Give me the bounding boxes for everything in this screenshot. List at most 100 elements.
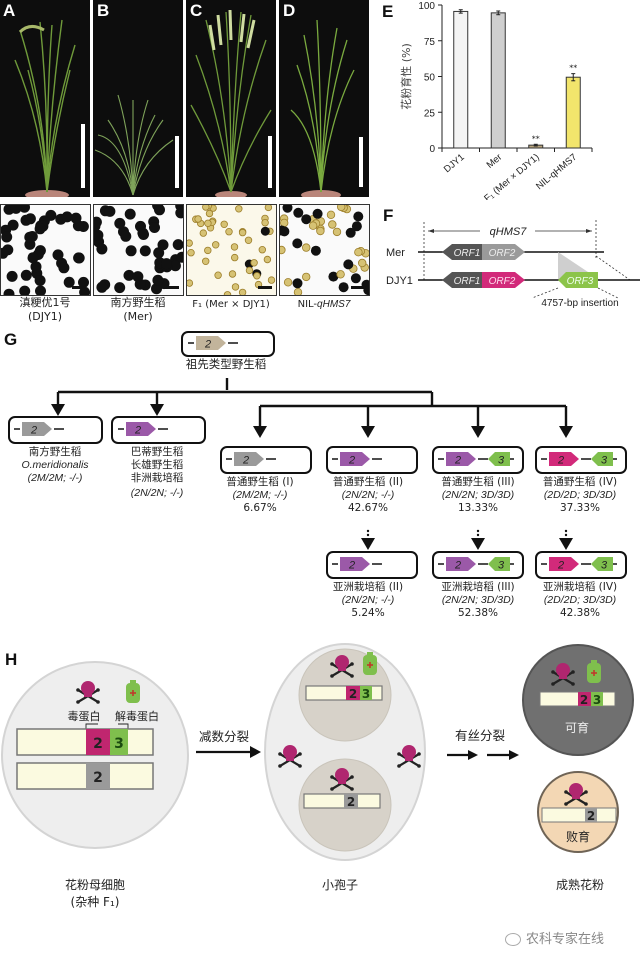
genotype: (2M/2M; -/-) [27,472,83,484]
unstained-pollen-grain [250,259,258,267]
stained-pollen-grain [351,221,362,232]
caption-gene-name: qHMS7 [317,299,351,310]
plant-photo-nil [279,0,369,197]
caption-line: (Mer) [123,310,153,323]
caption-line: NIL- [297,299,318,310]
stained-pollen-grain [152,274,164,286]
unstained-pollen-grain [244,236,253,244]
pollen-caption-mer: 南方野生稻 (Mer) [93,296,183,324]
stained-pollen-grain [63,276,75,288]
stained-pollen-grain [1,231,13,243]
gene2-arrow-icon: 2 [332,557,382,572]
unstained-pollen-grain [187,249,195,257]
gene2-label: 2 [454,560,461,572]
stained-pollen-grain [10,205,22,214]
gene2-label: 2 [93,736,103,752]
gene2-arrow-icon: 2 [226,452,276,467]
orf1-label: ORF1 [454,248,481,259]
gene2-arrow [22,422,52,436]
orf2-label: ORF2 [489,248,516,259]
toxin-label: 毒蛋白 [68,709,101,723]
stained-pollen-grain [132,271,144,283]
unstained-pollen-grain [267,276,276,284]
stained-pollen-grain [292,278,303,289]
stage-label-mature-pollen: 成熟花粉 [540,876,620,893]
orf2-arrow-mer [482,244,525,260]
stained-pollen-grain [58,262,70,274]
gene2-label: 2 [242,455,249,467]
stained-pollen-grain [176,251,183,263]
scale-bar [359,137,363,187]
x-tick-label: Mer [485,152,505,171]
gene2-label: 2 [347,795,355,809]
gene2-arrow [549,452,579,466]
pollen-grains-stained [94,205,183,295]
species-name: 巴蒂野生稻 [130,446,184,458]
lineage-connectors [51,378,573,550]
gene2-label: 2 [454,455,461,467]
unstained-pollen-grain [199,229,207,237]
group-name: 普通野生稻 (II) [332,476,404,488]
stained-pollen-grain [260,226,270,236]
orf1-label: ORF1 [454,276,481,287]
gene2-label: 2 [557,455,564,467]
plant-photo-mer [93,0,183,197]
unstained-pollen-grain [187,239,193,247]
panel-label-b: B [97,1,110,20]
rice-plant-illustration [190,9,272,197]
stained-pollen-grain [78,276,89,288]
plant-photo-f1 [186,0,276,197]
gene3-label: 3 [498,455,505,467]
scale-bar [268,136,272,188]
gene2-label: 2 [349,687,357,701]
stained-pollen-grain [353,211,364,222]
unstained-pollen-grain [326,210,336,219]
group-name: 普通野生稻 (I) [226,476,294,488]
unstained-pollen-grain [332,227,342,237]
scale-bar [72,286,86,289]
stained-pollen-grain [52,249,64,261]
unstained-pollen-grain [280,245,286,255]
scale-bar [175,136,179,188]
gene3-label: 3 [601,560,608,572]
significance-label: ** [532,134,540,143]
gene2-arrow [549,557,579,571]
gene2-label: 2 [204,339,211,351]
unstained-pollen-grain [302,272,311,282]
frequency: 5.24% [351,607,385,619]
gene3-label: 3 [593,693,601,707]
stained-pollen-grain [312,208,323,219]
chromosome-djy1 [16,728,154,756]
stained-pollen-grain [151,283,162,295]
wild-iv-label: 普通野生稻 (IV) (2D/2D; 3D/3D) 37.33% [522,476,638,515]
unstained-pollen-grain [245,266,254,275]
stage-name: 小孢子 [321,878,358,892]
stained-pollen-grain [94,216,102,228]
stained-pollen-grain [3,288,15,295]
frequency: 52.38% [457,607,499,619]
gene2-label: 2 [134,425,141,437]
orf2-arrow-djy1 [482,272,525,288]
stained-pollen-grain [61,211,73,223]
unstained-pollen-grain [235,205,243,213]
gene2-arrow [196,336,226,350]
frequency: 37.33% [559,502,601,514]
panel-label-e: E [382,2,394,21]
significance-label: ** [569,64,577,73]
killer-protector-model: 毒蛋白 解毒蛋白 2 3 2 减数分裂 2 3 2 有丝分裂 2 3 可育 2 … [1,643,634,861]
gene2-arrow-icon: 2 [332,452,382,467]
gene2-arrow-icon: 2 [14,422,64,437]
bar [490,12,506,149]
stained-pollen-grain [149,222,160,233]
wild-i-label: 普通野生稻 (I) (2M/2M; -/-) 6.67% [204,476,316,515]
chromosome-mer [16,762,154,790]
caption-line: 滇粳优1号 [19,296,71,309]
rice-plant-illustration [290,19,355,197]
genotype: (2D/2D; 3D/3D) [543,594,617,606]
x-tick-label: NIL-qHMS7 [534,152,579,192]
gene2-arrow [446,452,476,466]
stage-name: 花粉母细胞 [64,878,125,892]
stage-name: 成熟花粉 [555,878,604,892]
